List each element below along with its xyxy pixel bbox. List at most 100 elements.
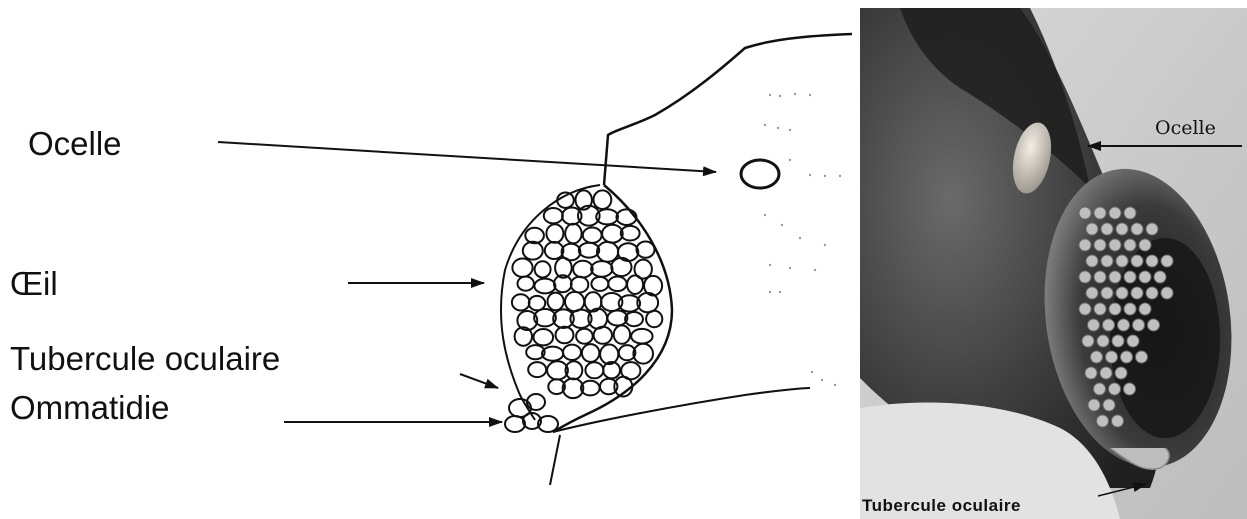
photo-facet (1127, 335, 1139, 347)
head-outline (604, 34, 852, 185)
photo-facet (1115, 367, 1127, 379)
schematic-svg: Ocelle Œil Tubercule oculaire Ommatidie (0, 0, 855, 519)
photo-facet (1161, 255, 1173, 267)
photo-facet (1148, 319, 1160, 331)
photo-facet (1106, 351, 1118, 363)
photo-facet (1097, 335, 1109, 347)
photo-facet (1118, 319, 1130, 331)
photo-facet (1079, 271, 1091, 283)
photo-facet (1139, 239, 1151, 251)
photo-facet (1116, 223, 1128, 235)
photo-facet (1116, 255, 1128, 267)
ommatidium-cell (594, 327, 612, 344)
arrow-ocelle (218, 142, 716, 172)
ommatidium-cell (646, 311, 662, 327)
photo-facet (1161, 287, 1173, 299)
ommatidium-cell (571, 277, 588, 293)
photo-facet (1131, 287, 1143, 299)
photo-facet (1086, 287, 1098, 299)
ommatidium-cell (631, 329, 652, 344)
stalk-line (550, 435, 560, 485)
photo-facet (1101, 287, 1113, 299)
label-ommatidie: Ommatidie (10, 389, 170, 426)
photo-facet (1131, 223, 1143, 235)
photo-facet (1109, 303, 1121, 315)
photo-label-tubercule-oculaire: Tubercule oculaire (862, 496, 1021, 515)
photo-facet (1086, 255, 1098, 267)
ommatidium-cell (512, 294, 530, 310)
ommatidium-cell (608, 277, 626, 292)
ommatidium-cell (544, 208, 563, 223)
photo-facet (1085, 367, 1097, 379)
photo-facet (1094, 239, 1106, 251)
label-tubercule-oculaire: Tubercule oculaire (10, 340, 280, 377)
photo-facet (1124, 239, 1136, 251)
photo-facet (1103, 399, 1115, 411)
photo-facet (1112, 415, 1124, 427)
photo-facet (1139, 271, 1151, 283)
photo-panel: Ocelle Tubercule oculaire (860, 8, 1247, 519)
photo-facet (1088, 399, 1100, 411)
photo-facet (1112, 335, 1124, 347)
ommatidium-cell (573, 261, 593, 278)
ommatidium-cell (535, 261, 551, 277)
photo-eye-dark-center (1110, 238, 1220, 438)
photo-facet (1109, 239, 1121, 251)
label-ocelle: Ocelle (28, 125, 122, 162)
photo-facet (1079, 303, 1091, 315)
ommatidium-cell (528, 362, 546, 377)
photo-facet (1124, 207, 1136, 219)
ommatidium-cell (534, 279, 555, 294)
ommatidium-cell (582, 344, 599, 362)
photo-facet (1109, 207, 1121, 219)
ommatidium-cell (529, 296, 545, 310)
ommatidium-cell (617, 209, 637, 225)
photo-facet (1079, 239, 1091, 251)
ommatidium-cell (565, 224, 581, 244)
ommatidium-cell (583, 228, 602, 243)
photo-facet (1079, 207, 1091, 219)
ommatidium-cell (546, 224, 563, 243)
photo-facet (1124, 383, 1136, 395)
photo-facet (1094, 383, 1106, 395)
photo-facet (1121, 351, 1133, 363)
ommatidium-cell (512, 259, 532, 277)
ommatidium-cell (556, 327, 574, 344)
ommatidium-cell (525, 228, 544, 243)
ommatidium-cell (576, 329, 593, 344)
ommatidium-cell (614, 325, 630, 343)
tubercle-cells (505, 394, 558, 432)
photo-facet (1082, 335, 1094, 347)
photo-facet (1136, 351, 1148, 363)
ommatidium-cell (545, 242, 564, 259)
photo-label-ocelle: Ocelle (1155, 117, 1216, 139)
photo-facet (1100, 367, 1112, 379)
ommatidium-cell (585, 362, 603, 378)
photo-facet (1139, 303, 1151, 315)
arrow-tubercule (460, 374, 498, 388)
ommatidium-cell (611, 258, 631, 276)
ommatidium-cell (602, 225, 623, 243)
photo-facet (1116, 287, 1128, 299)
photo-facet (1101, 223, 1113, 235)
ommatidium-cell (600, 345, 618, 365)
photo-facet (1146, 287, 1158, 299)
ommatidium-cell (594, 190, 612, 209)
photo-facet (1109, 271, 1121, 283)
ommatidium-cell (534, 329, 554, 345)
dotted-texture (764, 93, 841, 386)
photo-facet (1124, 303, 1136, 315)
photo-facet (1094, 207, 1106, 219)
eye-outline (553, 185, 672, 432)
photo-facet (1154, 271, 1166, 283)
photo-facet (1097, 415, 1109, 427)
photo-facet (1109, 383, 1121, 395)
photo-facet (1101, 255, 1113, 267)
photo-facet (1146, 223, 1158, 235)
ommatidium-cell (518, 277, 534, 291)
ommatidium-cell (523, 242, 543, 260)
photo-facet (1133, 319, 1145, 331)
photo-facet (1088, 319, 1100, 331)
photo-svg: Ocelle Tubercule oculaire (860, 8, 1247, 519)
photo-facet (1103, 319, 1115, 331)
